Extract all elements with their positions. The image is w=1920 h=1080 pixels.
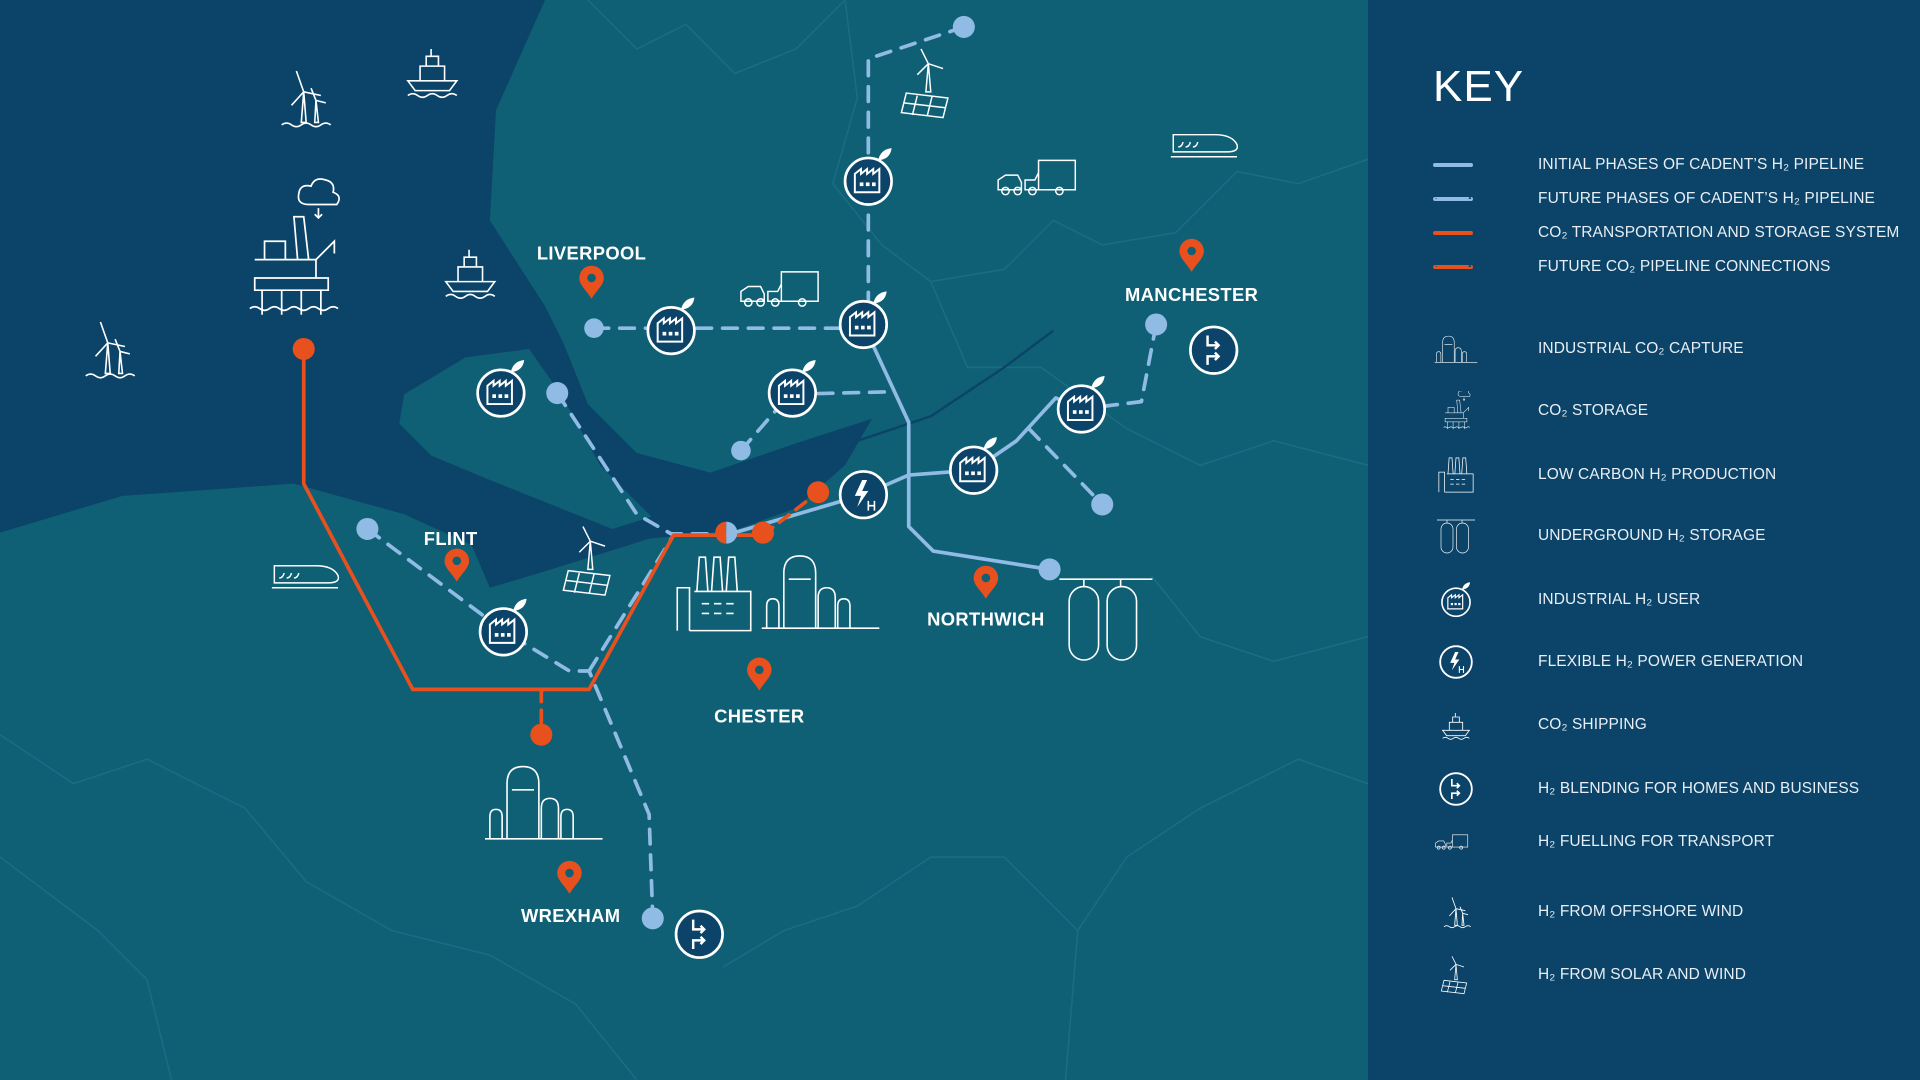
h2-pipeline-node [641, 907, 664, 930]
key-label: INDUSTRIAL CO₂ CAPTURE [1538, 340, 1744, 357]
solid-blue-line-icon [1433, 163, 1473, 167]
key-item: CO₂ SHIPPING [1368, 705, 1920, 745]
h2-pipeline-future [739, 390, 890, 453]
h2-pipeline-future [365, 527, 655, 921]
city-label-flint: FLINT [424, 528, 478, 549]
h2-pipeline-node [952, 15, 975, 38]
co2-pipeline-node [751, 521, 775, 544]
h2-pipeline-node [546, 382, 569, 405]
h2-pipeline-node [356, 517, 379, 540]
h2-pipeline-node [1145, 313, 1168, 336]
h2-fuelling-transport-icon [1435, 834, 1469, 850]
solar-wind-icon [1440, 955, 1468, 995]
city-label-manchester: MANCHESTER [1125, 284, 1258, 305]
key-label: H₂ BLENDING FOR HOMES AND BUSINESS [1538, 780, 1860, 797]
h2-blending-icon [1439, 772, 1473, 806]
h2-pipeline-node [731, 440, 751, 461]
key-label: INITIAL PHASES OF CADENT’S H₂ PIPELINE [1538, 156, 1865, 173]
key-title: KEY [1433, 62, 1525, 111]
city-label-chester: CHESTER [714, 705, 804, 726]
key-label: FUTURE PHASES OF CADENT’S H₂ PIPELINE [1538, 190, 1875, 207]
key-label: INDUSTRIAL H₂ USER [1538, 591, 1701, 608]
key-item: INDUSTRIAL CO₂ CAPTURE [1368, 329, 1920, 369]
key-item: INDUSTRIAL H₂ USER [1368, 580, 1920, 620]
key-label: LOW CARBON H₂ PRODUCTION [1538, 466, 1777, 483]
key-item: H₂ BLENDING FOR HOMES AND BUSINESS [1368, 769, 1920, 809]
shared-pipeline-node-half [726, 521, 738, 544]
key-label: H₂ FROM SOLAR AND WIND [1538, 966, 1747, 983]
co2-shipping-icon [1442, 712, 1470, 740]
shared-pipeline-node [715, 521, 727, 544]
offshore-wind-icon [1443, 896, 1472, 929]
key-item: H₂ FROM SOLAR AND WIND [1368, 955, 1920, 995]
key-item: H₂ FROM OFFSHORE WIND [1368, 892, 1920, 932]
key-label: UNDERGROUND H₂ STORAGE [1538, 527, 1766, 544]
dashed-orange-line-icon [1433, 265, 1473, 269]
key-label: H₂ FROM OFFSHORE WIND [1538, 903, 1744, 920]
h2-pipeline-node [1091, 493, 1114, 516]
key-label: CO₂ STORAGE [1538, 402, 1649, 419]
key-item: CO₂ STORAGE [1368, 391, 1920, 431]
h2-pipeline-node [584, 318, 604, 338]
key-label: FUTURE CO₂ PIPELINE CONNECTIONS [1538, 258, 1831, 275]
h2-blending-icon[interactable] [1189, 325, 1239, 375]
co2-pipeline [301, 347, 765, 692]
key-item: UNDERGROUND H₂ STORAGE [1368, 516, 1920, 556]
city-label-liverpool: LIVERPOOL [537, 243, 646, 264]
co2-pipeline-node [807, 481, 830, 504]
key-item: H₂ FUELLING FOR TRANSPORT [1368, 822, 1920, 862]
dashed-blue-line-icon [1433, 197, 1473, 201]
low-carbon-h2-production-icon [1438, 457, 1474, 493]
key-item: LOW CARBON H₂ PRODUCTION [1368, 455, 1920, 495]
flexible-h2-power-icon[interactable] [838, 470, 889, 520]
key-item: FLEXIBLE H₂ POWER GENERATION [1368, 642, 1920, 682]
pipeline-map: LIVERPOOL MANCHESTER FLINT NORTHWICH CHE… [0, 0, 1368, 1080]
map-key-panel: KEY INITIAL PHASES OF CADENT’S H₂ PIPELI… [1368, 0, 1920, 1080]
city-label-wrexham: WREXHAM [521, 905, 620, 926]
industrial-co2-capture-icon [1434, 335, 1478, 363]
region-boundaries [0, 0, 1368, 1080]
underground-h2-storage-icon [1436, 519, 1476, 554]
co2-pipeline-node [292, 337, 315, 360]
h2-pipeline-future [866, 25, 966, 327]
key-item-co2-system: CO₂ TRANSPORTATION AND STORAGE SYSTEM [1368, 213, 1920, 253]
land-wirral [399, 348, 652, 529]
key-item-future-co2: FUTURE CO₂ PIPELINE CONNECTIONS [1368, 247, 1920, 287]
key-label: CO₂ TRANSPORTATION AND STORAGE SYSTEM [1538, 224, 1900, 241]
co2-storage-icon [1443, 391, 1471, 430]
city-label-northwich: NORTHWICH [927, 609, 1045, 630]
key-item-future-h2-pipeline: FUTURE PHASES OF CADENT’S H₂ PIPELINE [1368, 179, 1920, 219]
h2-pipeline-initial [861, 322, 1052, 572]
h2-blending-icon[interactable] [674, 909, 724, 959]
land-mainland [0, 0, 1368, 1080]
co2-pipeline-node [530, 723, 553, 746]
key-label: FLEXIBLE H₂ POWER GENERATION [1538, 653, 1804, 670]
key-item-initial-h2-pipeline: INITIAL PHASES OF CADENT’S H₂ PIPELINE [1368, 145, 1920, 185]
solid-orange-line-icon [1433, 231, 1473, 235]
key-label: CO₂ SHIPPING [1538, 716, 1647, 733]
h2-pipeline-future [1026, 426, 1105, 507]
flexible-h2-power-icon [1439, 645, 1473, 679]
key-label: H₂ FUELLING FOR TRANSPORT [1538, 833, 1775, 850]
h2-pipeline-node [1038, 558, 1061, 581]
industrial-h2-user-icon [1441, 581, 1471, 618]
